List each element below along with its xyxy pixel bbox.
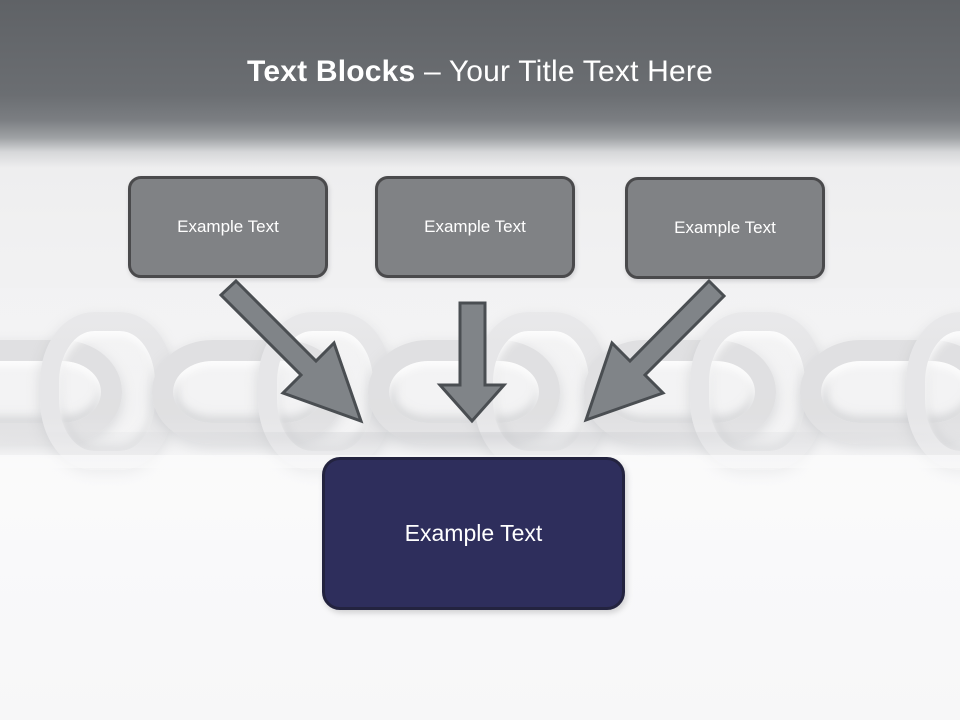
page-title: Text Blocks – Your Title Text Here: [0, 55, 960, 89]
text-block-1-label: Example Text: [177, 217, 279, 236]
text-block-2[interactable]: Example Text: [375, 176, 575, 278]
text-block-3[interactable]: Example Text: [625, 177, 825, 279]
text-block-2-label: Example Text: [424, 217, 526, 236]
page-title-bold: Text Blocks: [247, 55, 416, 88]
page-title-rest: – Your Title Text Here: [415, 55, 713, 88]
text-block-1[interactable]: Example Text: [128, 176, 328, 278]
text-block-3-label: Example Text: [674, 218, 776, 237]
result-text-block-label: Example Text: [404, 520, 543, 546]
result-text-block[interactable]: Example Text: [322, 457, 625, 610]
